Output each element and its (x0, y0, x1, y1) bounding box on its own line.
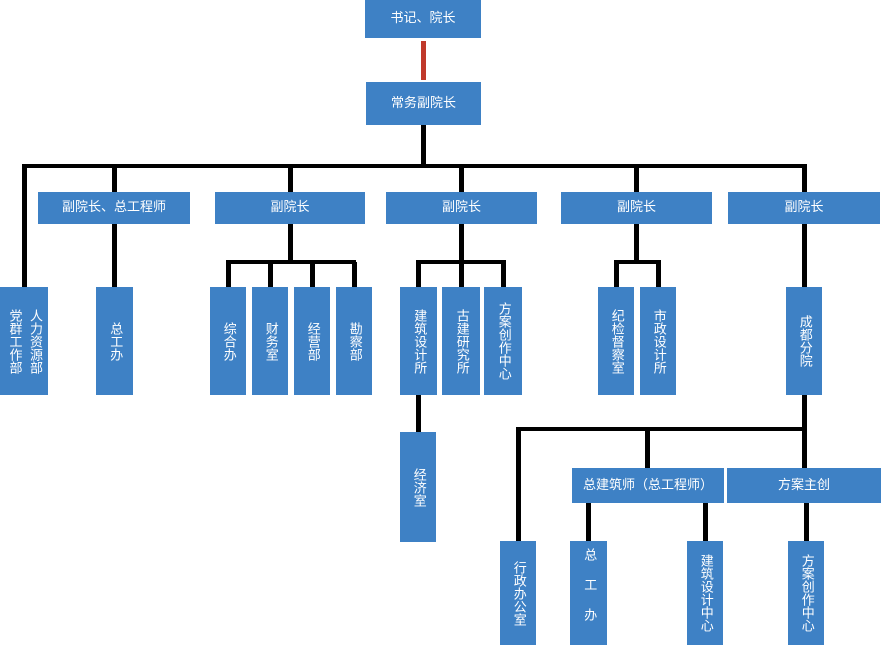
node-municipal-design-institute: 市政设计所 (640, 287, 676, 395)
node-chief-architect-chief-engineer: 总建筑师（总工程师） (572, 468, 724, 503)
connector-to-scheme-creation-center (501, 262, 506, 287)
connector-to-finance-office (268, 262, 273, 287)
connector-chengdu-down (802, 395, 807, 429)
node-vice-president-4: 副院长 (561, 192, 712, 224)
connector-main-to-vp2 (288, 166, 293, 192)
connector-to-chief-architect (645, 431, 650, 468)
node-scheme-creation-center-bottom: 方案创作中心 (788, 541, 824, 645)
node-party-hr-dept: 党群工作部 人力资源部 (0, 287, 48, 395)
connector-to-business-dept (310, 262, 315, 287)
node-scheme-lead: 方案主创 (727, 468, 881, 503)
node-chief-engineer-office: 总工办 (96, 287, 133, 395)
connector-to-chief-engineer-office-bottom (586, 503, 591, 541)
connector-to-economics-office (416, 395, 421, 432)
connector-main-to-party-hr (22, 164, 27, 287)
connector-exec-vp-to-main (421, 125, 426, 166)
connector-to-municipal-design-institute (656, 262, 661, 287)
node-finance-office: 财务室 (252, 287, 288, 395)
connector-vp1-to-chief-engineer-office (112, 224, 117, 287)
connector-president-to-exec-vp-red (421, 41, 426, 80)
node-vice-president-2: 副院长 (215, 192, 365, 224)
connector-to-survey-dept (352, 262, 357, 287)
node-survey-dept: 勘察部 (336, 287, 372, 395)
connector-vp2-children-horizontal (226, 260, 356, 264)
node-discipline-inspection-office: 纪检督察室 (598, 287, 634, 395)
node-chief-engineer-office-bottom: 总工办 (570, 541, 607, 645)
node-secretary-president: 书记、院长 (365, 0, 481, 38)
node-chengdu-branch: 成都分院 (786, 287, 822, 395)
connector-vp5-to-chengdu-branch (802, 224, 807, 287)
node-architectural-design-institute: 建筑设计所 (400, 287, 437, 395)
connector-to-scheme-creation-center-bottom (804, 503, 809, 541)
connector-to-ancient-architecture-institute (459, 262, 464, 287)
connector-to-discipline-inspection-office (614, 262, 619, 287)
node-scheme-creation-center: 方案创作中心 (484, 287, 522, 395)
node-economics-office: 经济室 (400, 432, 436, 542)
node-vice-president-3: 副院长 (386, 192, 537, 224)
node-administrative-office: 行政办公室 (500, 541, 536, 645)
connector-main-to-vp3 (459, 166, 464, 192)
connector-vp3-down (459, 224, 464, 262)
connector-to-architectural-design-institute (416, 262, 421, 287)
node-ancient-architecture-research-institute: 古建研究所 (442, 287, 480, 395)
node-human-resources-dept-label: 人力资源部 (27, 308, 43, 374)
connector-to-administrative-office (516, 427, 521, 541)
node-architectural-design-center: 建筑设计中心 (687, 541, 723, 645)
connector-to-scheme-lead (802, 431, 807, 468)
connector-main-horizontal (22, 164, 807, 168)
node-business-dept: 经营部 (294, 287, 330, 395)
connector-main-to-vp5 (802, 166, 807, 192)
connector-to-architectural-design-center (703, 503, 708, 541)
node-vp-chief-engineer: 副院长、总工程师 (38, 192, 190, 224)
node-party-mass-work-dept-label: 党群工作部 (6, 308, 22, 374)
node-general-office: 综合办 (210, 287, 246, 395)
node-executive-vice-president: 常务副院长 (366, 82, 481, 125)
connector-vp4-children-horizontal (614, 260, 661, 264)
connector-to-general-office (226, 262, 231, 287)
connector-chengdu-children-horizontal (516, 427, 807, 431)
connector-main-to-vp-chief-engineer (112, 166, 117, 192)
node-vice-president-5: 副院长 (728, 192, 880, 224)
connector-vp4-down (634, 224, 639, 262)
connector-main-to-vp4 (634, 166, 639, 192)
connector-vp2-down (288, 224, 293, 262)
